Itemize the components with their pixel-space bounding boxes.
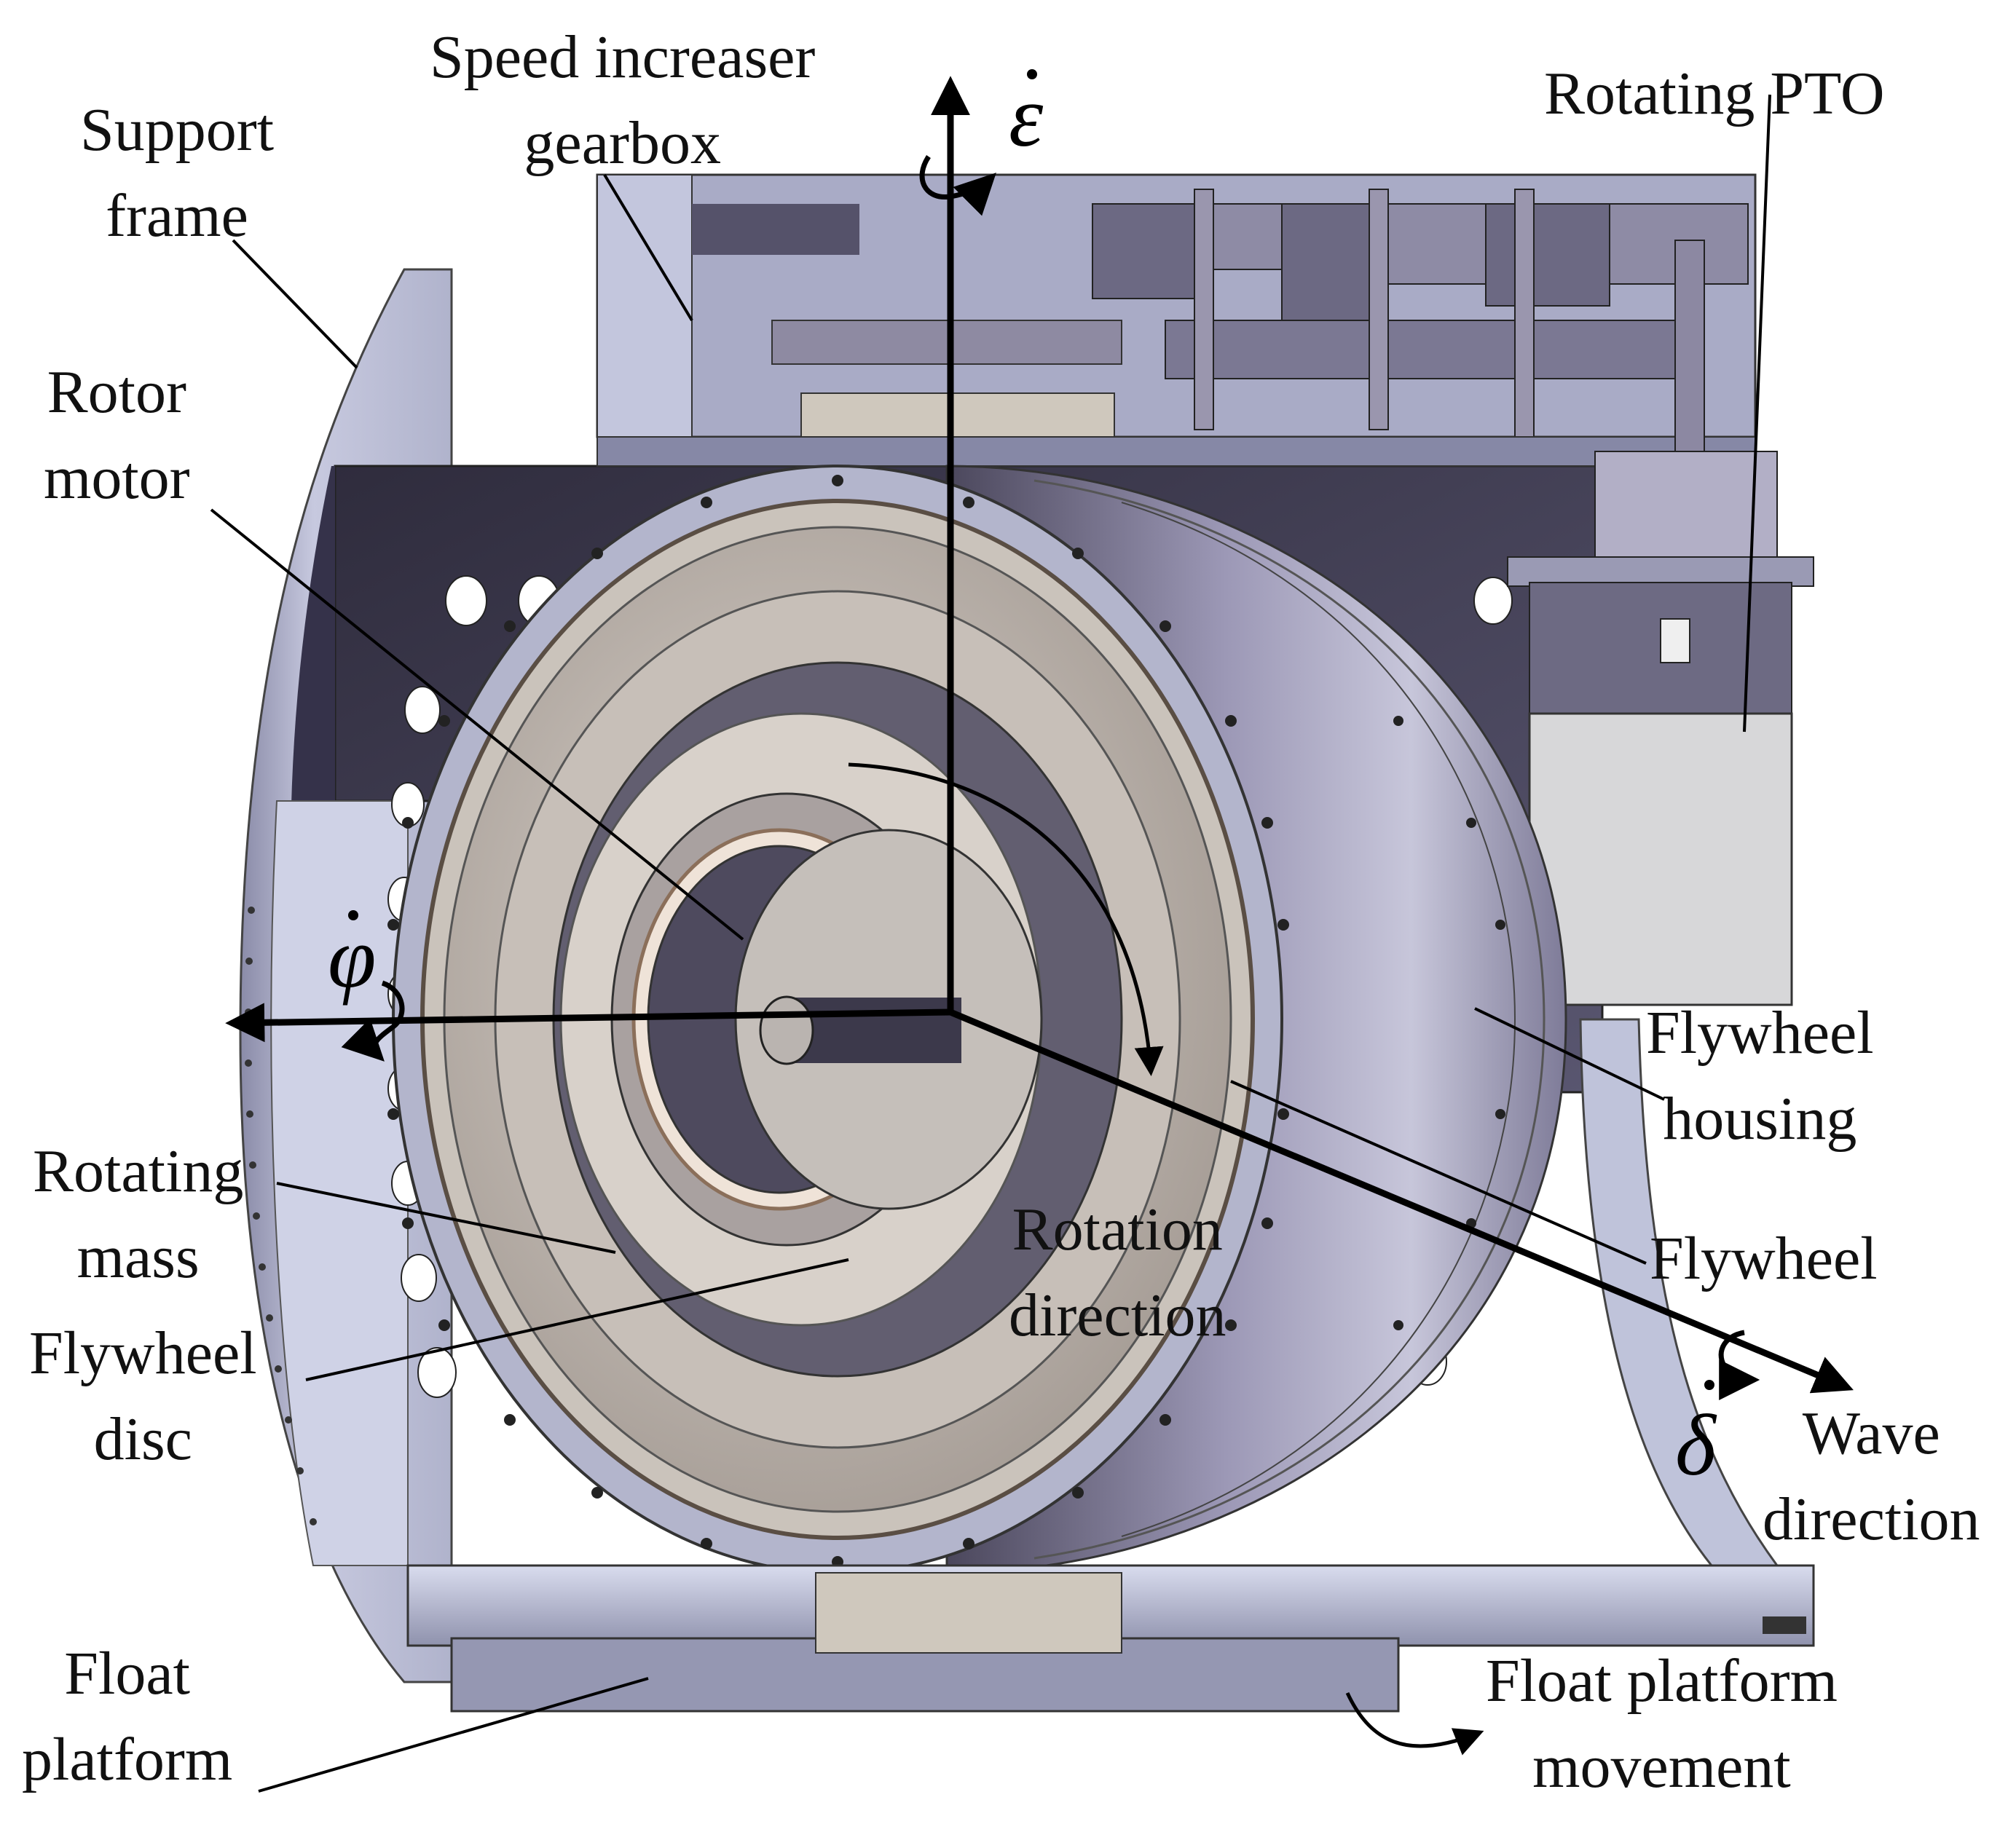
label-rotating-mass: Rotating mass xyxy=(33,1137,244,1291)
phi-rotation-arc xyxy=(341,980,405,1062)
gearbox-graphic xyxy=(596,173,1757,467)
delta-symbol: δ xyxy=(1675,1397,1716,1493)
epsilon-symbol: ε xyxy=(1009,68,1044,165)
label-rotor-motor: Rotor motor xyxy=(44,358,190,512)
rotation-direction-arc xyxy=(848,762,1164,1076)
label-flywheel: Flywheel xyxy=(1650,1225,1878,1292)
label-speed-increaser-gearbox: Speed increaser gearbox xyxy=(430,23,816,177)
phi-dot xyxy=(348,910,358,920)
delta-axis xyxy=(949,1008,1854,1394)
epsilon-rotation-arc xyxy=(919,155,996,216)
label-wave-direction: Wave direction xyxy=(1763,1399,1980,1553)
leader-lines xyxy=(210,94,1771,1793)
coordinate-axes xyxy=(225,76,1854,1756)
label-float-platform-movement: Float platform movement xyxy=(1486,1647,1838,1801)
label-support-frame: Support frame xyxy=(80,96,275,250)
phi-symbol: φ xyxy=(328,909,377,1006)
label-flywheel-housing: Flywheel housing xyxy=(1646,999,1874,1153)
label-rotating-pto: Rotating PTO xyxy=(1544,60,1885,127)
delta-dot xyxy=(1704,1380,1714,1390)
float-movement-arc xyxy=(1345,1691,1484,1756)
label-rotation-direction: Rotation direction xyxy=(1009,1196,1226,1349)
float-platform-graphic xyxy=(406,1564,1815,1713)
delta-rotation-arc xyxy=(1718,1330,1760,1400)
flywheel-housing-graphic xyxy=(387,465,1567,1574)
epsilon-dot xyxy=(1027,69,1037,79)
label-flywheel-disc: Flywheel disc xyxy=(29,1319,257,1473)
label-float-platform: Float platform xyxy=(22,1640,233,1793)
